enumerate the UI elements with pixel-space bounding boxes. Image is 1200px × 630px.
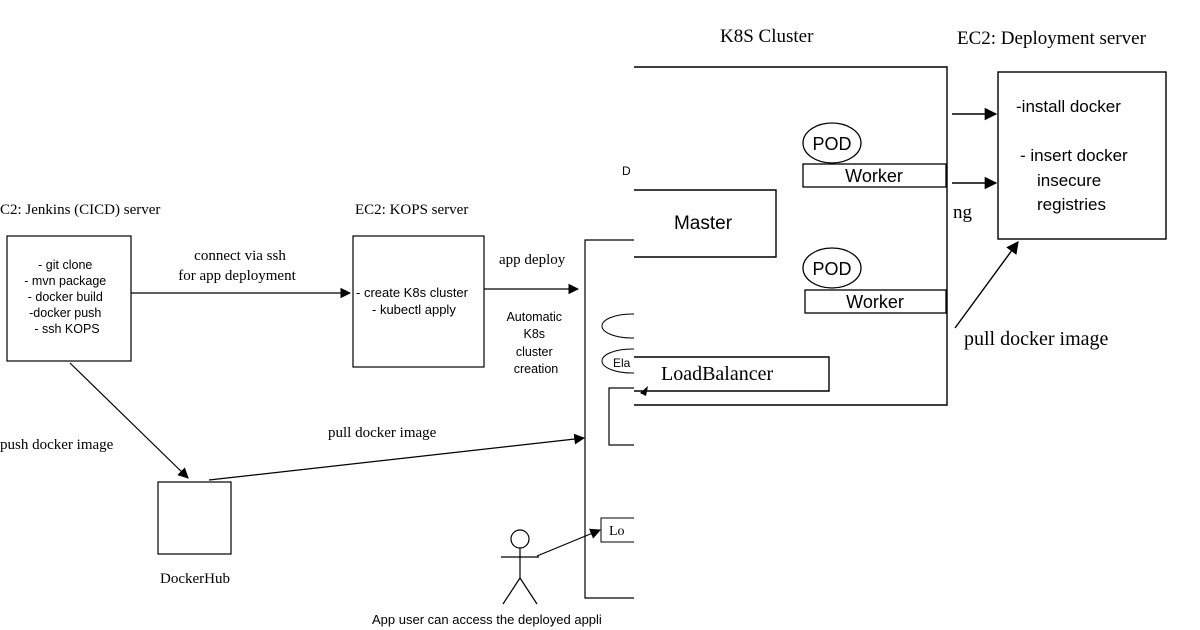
worker-node-box (804, 289, 947, 314)
automatic-line: cluster (516, 345, 553, 359)
deployment-step: registries (1037, 195, 1106, 214)
deployment-server-box (997, 71, 1167, 240)
loadbalancer-label: LoadBalancer (661, 363, 773, 385)
loadbalancer-arrowhead (640, 386, 648, 396)
jenkins-server-box (6, 235, 132, 362)
automatic-line: Automatic (506, 310, 562, 324)
jenkins-step: - ssh KOPS (34, 322, 99, 336)
worker-label: Worker (846, 292, 904, 312)
left-diagram: C2: Jenkins (CICD) server - git clone - … (0, 164, 663, 627)
deployment-steps: -install docker - insert docker insecure… (1016, 97, 1132, 214)
automatic-line: creation (514, 362, 559, 376)
right-diagram: K8S Cluster EC2: Deployment server Maste… (634, 26, 1167, 406)
pull-image-label-left: pull docker image (328, 425, 437, 441)
deployment-server-title: EC2: Deployment server (957, 28, 1147, 49)
background-cluster-box (584, 239, 640, 599)
deployment-step: - insert docker (1020, 146, 1128, 165)
kops-server-box (352, 235, 485, 368)
push-image-arrow (69, 362, 189, 479)
ela-fragment: Ela (613, 356, 631, 370)
pull-image-arrow-right (954, 240, 1019, 329)
ng-fragment: ng (953, 202, 973, 223)
kops-step: - create K8s cluster (356, 285, 469, 300)
pod-label: POD (812, 259, 851, 279)
user-access-arrow (536, 528, 601, 557)
master-box (634, 189, 777, 258)
pod-icon (802, 247, 862, 289)
d-fragment: D (622, 164, 631, 178)
deployment-step: -install docker (1016, 97, 1121, 116)
deployment-step: insecure (1037, 171, 1101, 190)
pod-icon (802, 122, 862, 164)
worker-node-box (802, 163, 947, 188)
jenkins-server-title: C2: Jenkins (CICD) server (0, 202, 160, 218)
automatic-line: K8s (523, 327, 545, 341)
jenkins-step: - mvn package (24, 274, 106, 288)
jenkins-step: - docker build (28, 290, 103, 304)
jenkins-step: - git clone (38, 258, 92, 272)
loadbalancer-box (634, 356, 830, 392)
pull-image-label-right: pull docker image (964, 328, 1109, 350)
ssh-label-2: for app deployment (178, 268, 296, 284)
kops-steps: - create K8s cluster - kubectl apply (356, 285, 472, 317)
kops-server-title: EC2: KOPS server (355, 202, 468, 218)
push-image-label: push docker image (0, 437, 114, 453)
app-user-caption: App user can access the deployed appli (372, 612, 602, 627)
worker-label: Worker (845, 166, 903, 186)
ssh-label-1: connect via ssh (194, 248, 286, 264)
app-deploy-label: app deploy (499, 252, 566, 268)
dockerhub-label: DockerHub (160, 571, 230, 587)
jenkins-steps: - git clone - mvn package - docker build… (24, 258, 109, 336)
pod-label: POD (812, 134, 851, 154)
jenkins-step: -docker push (29, 306, 101, 320)
automatic-k8s-text: Automatic K8s cluster creation (506, 310, 565, 376)
dockerhub-box (157, 481, 232, 555)
k8s-cluster-title: K8S Cluster (720, 26, 814, 47)
master-label: Master (674, 213, 733, 234)
app-user-icon (501, 529, 539, 605)
kops-step: - kubectl apply (372, 302, 456, 317)
k8s-cluster-box (634, 66, 948, 406)
lo-fragment: Lo (609, 524, 625, 539)
pull-image-arrow-left (208, 433, 586, 481)
